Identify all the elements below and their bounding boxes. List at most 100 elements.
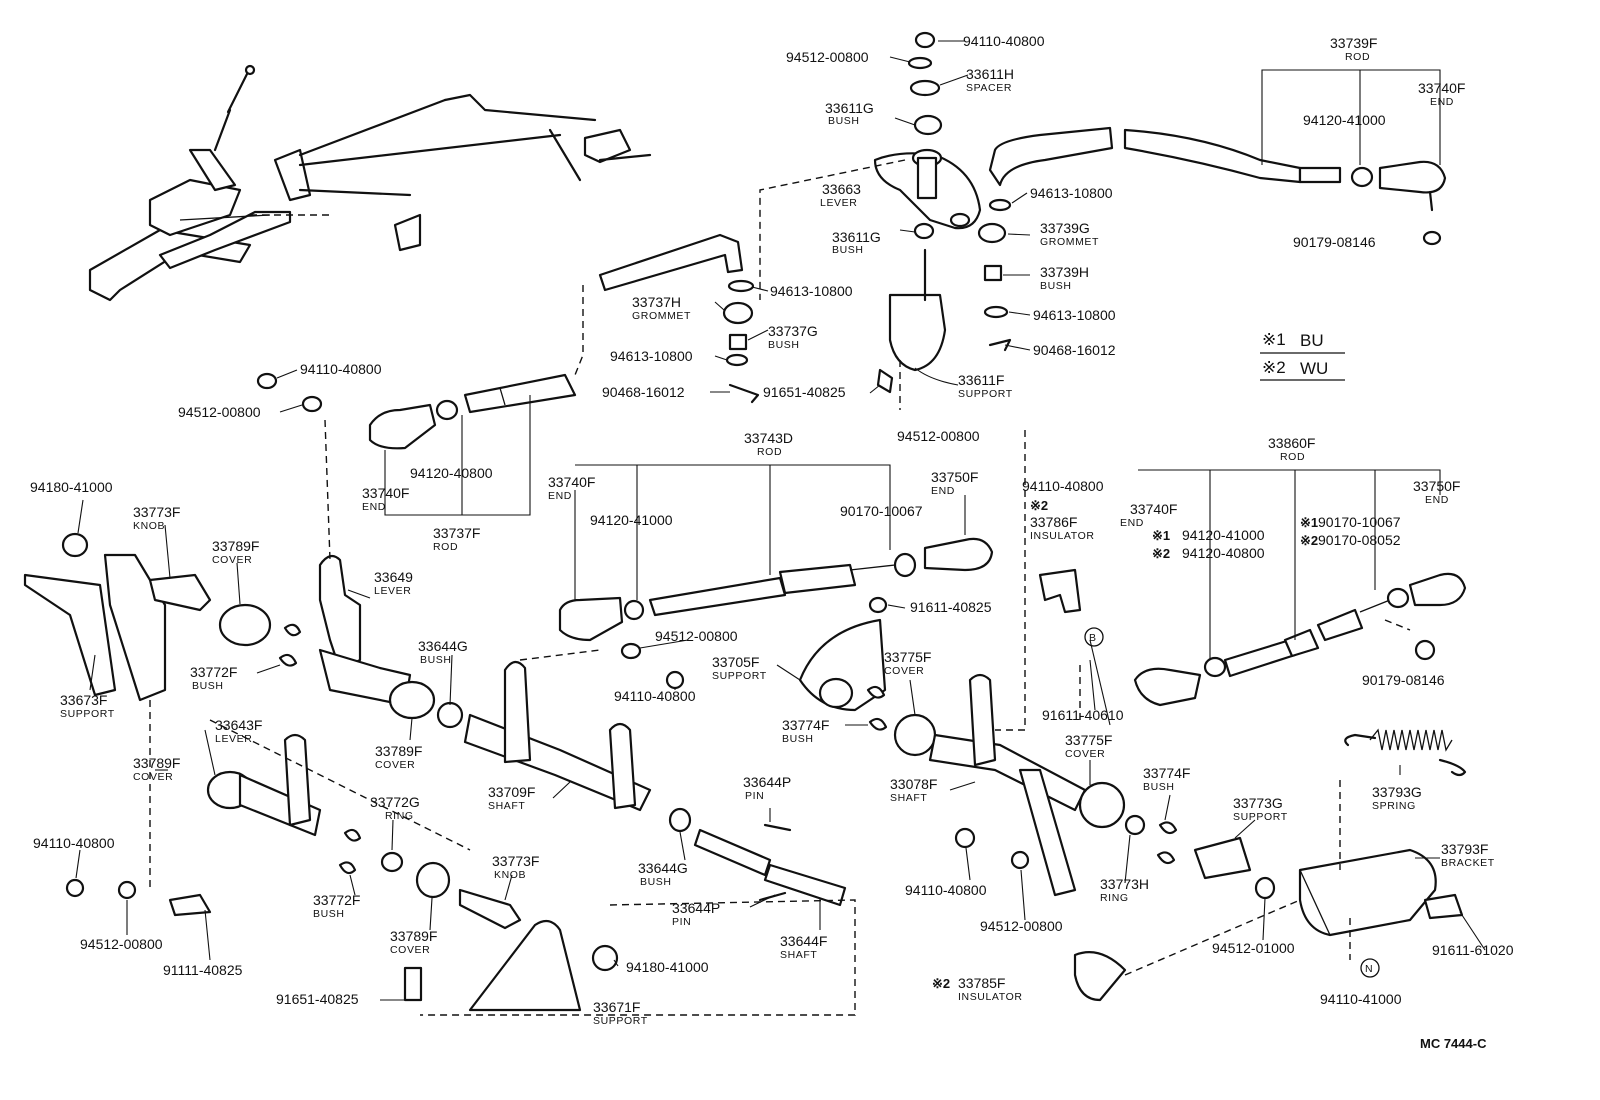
part-label: 91611-40610: [1042, 707, 1124, 723]
svg-text:END: END: [1425, 494, 1449, 506]
svg-text:33739H: 33739H: [1040, 264, 1089, 280]
svg-text:94180-41000: 94180-41000: [30, 479, 113, 495]
svg-text:33737G: 33737G: [768, 323, 818, 339]
svg-text:90468-16012: 90468-16012: [1033, 342, 1116, 358]
lever-shaft-assembly: [318, 554, 847, 907]
svg-text:94120-41000: 94120-41000: [590, 512, 673, 528]
circle-marker-b: B: [1084, 627, 1104, 647]
part-label: 94180-41000: [30, 479, 113, 495]
svg-text:ROD: ROD: [1280, 451, 1305, 463]
svg-text:33740F: 33740F: [362, 485, 409, 501]
svg-text:33739G: 33739G: [1040, 220, 1090, 236]
svg-text:90468-16012: 90468-16012: [602, 384, 685, 400]
guide-lines: [149, 159, 1411, 1016]
svg-text:BUSH: BUSH: [1143, 781, 1175, 793]
svg-text:91651-40825: 91651-40825: [763, 384, 846, 400]
part-label: 94110-40800: [1022, 478, 1104, 494]
svg-text:94512-00800: 94512-00800: [178, 404, 261, 420]
svg-text:END: END: [931, 485, 955, 497]
svg-text:94110-40800: 94110-40800: [614, 688, 696, 704]
svg-text:33663: 33663: [822, 181, 861, 197]
svg-text:90170-10067: 90170-10067: [1318, 514, 1401, 530]
svg-text:33786F: 33786F: [1030, 514, 1077, 530]
svg-text:PIN: PIN: [672, 916, 691, 928]
part-label: 90468-16012: [602, 384, 685, 400]
svg-text:COVER: COVER: [390, 944, 430, 956]
svg-text:SUPPORT: SUPPORT: [712, 670, 767, 682]
svg-text:33773H: 33773H: [1100, 876, 1149, 892]
svg-text:LEVER: LEVER: [374, 585, 411, 597]
svg-text:33750F: 33750F: [931, 469, 978, 485]
svg-text:GROMMET: GROMMET: [1040, 236, 1099, 248]
right-mid-assembly: [798, 596, 1276, 1002]
svg-text:COVER: COVER: [375, 759, 415, 771]
rod-33860f: [1038, 568, 1467, 707]
part-label: 94512-00800: [786, 49, 869, 65]
part-label: 94613-10800: [1030, 185, 1113, 201]
svg-text:ROD: ROD: [1345, 51, 1370, 63]
svg-text:33644F: 33644F: [780, 933, 827, 949]
svg-text:COVER: COVER: [212, 554, 252, 566]
svg-text:※2: ※2: [1152, 546, 1170, 561]
part-label: 94120-40800: [410, 465, 493, 481]
svg-text:94613-10800: 94613-10800: [770, 283, 853, 299]
svg-text:90170-08052: 90170-08052: [1318, 532, 1401, 548]
svg-text:RING: RING: [385, 810, 414, 822]
legend-item: ※2 WU: [1262, 358, 1328, 378]
legend-item: ※1 BU: [1262, 330, 1324, 350]
svg-text:33671F: 33671F: [593, 999, 640, 1015]
svg-text:33740F: 33740F: [1418, 80, 1465, 96]
svg-text:ROD: ROD: [757, 446, 782, 458]
svg-text:SUPPORT: SUPPORT: [60, 708, 115, 720]
legend: ※1 BU ※2 WU: [1260, 330, 1345, 381]
svg-text:※2: ※2: [1262, 358, 1286, 377]
leader-lines: [75, 40, 1486, 1001]
circle-marker-n: N: [1360, 958, 1380, 978]
upper-center-parts: [598, 31, 1447, 394]
svg-text:94512-00800: 94512-00800: [897, 428, 980, 444]
svg-text:33078F: 33078F: [890, 776, 937, 792]
part-label: 94120-41000: [1303, 112, 1386, 128]
spring-bracket: [1298, 728, 1467, 937]
svg-text:91611-40825: 91611-40825: [910, 599, 992, 615]
svg-text:33739F: 33739F: [1330, 35, 1377, 51]
svg-text:94512-01000: 94512-01000: [1212, 940, 1295, 956]
svg-text:94512-00800: 94512-00800: [80, 936, 163, 952]
svg-text:※2: ※2: [1300, 533, 1318, 548]
svg-text:SPRING: SPRING: [1372, 800, 1416, 812]
svg-text:33611H: 33611H: [966, 66, 1014, 82]
part-label: 94512-00800: [897, 428, 980, 444]
svg-text:SUPPORT: SUPPORT: [1233, 811, 1288, 823]
svg-text:END: END: [1120, 517, 1144, 529]
svg-text:94613-10800: 94613-10800: [610, 348, 693, 364]
svg-text:94110-40800: 94110-40800: [963, 33, 1045, 49]
svg-text:33789F: 33789F: [133, 755, 180, 771]
svg-text:END: END: [548, 490, 572, 502]
svg-text:SUPPORT: SUPPORT: [593, 1015, 648, 1027]
svg-text:END: END: [1430, 96, 1454, 108]
svg-text:94512-00800: 94512-00800: [655, 628, 738, 644]
